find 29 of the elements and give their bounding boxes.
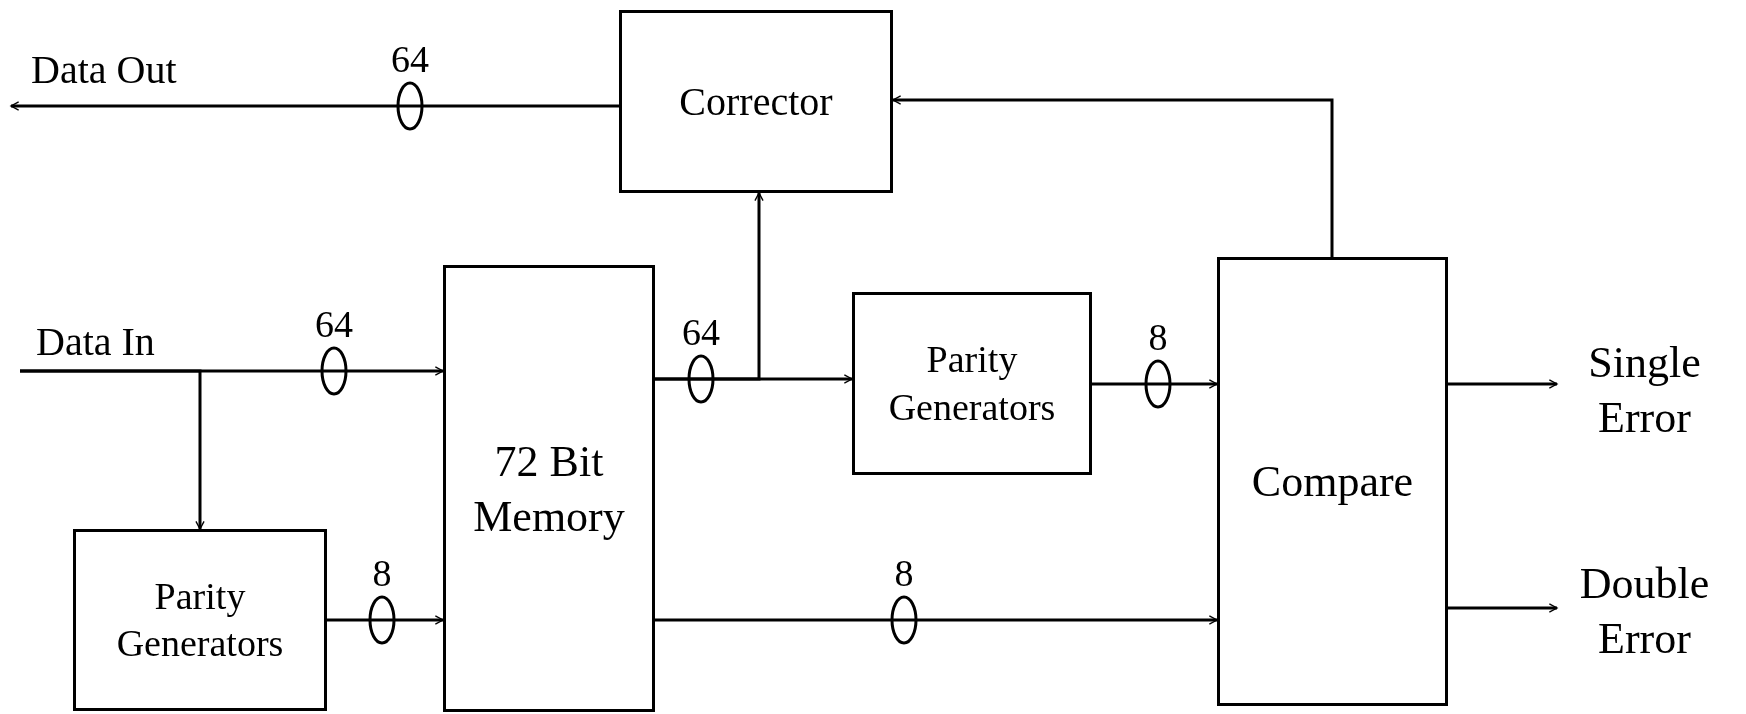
arrow	[892, 95, 1334, 257]
signal-label: Data In	[36, 318, 155, 366]
edge-label: 8	[894, 554, 914, 592]
arrow	[1448, 379, 1558, 389]
block-box	[852, 292, 1092, 475]
signal-label: Double Error	[1578, 557, 1711, 665]
edge-label: 8	[1148, 318, 1168, 356]
block-label: Corrector	[679, 77, 833, 126]
edge-label: 64	[682, 313, 720, 351]
block-box	[73, 529, 327, 711]
arrow	[1092, 379, 1218, 389]
edge-label: 64	[315, 305, 353, 343]
edge-label: 64	[391, 40, 429, 78]
block-box	[443, 265, 655, 712]
block-label: Compare	[1251, 456, 1414, 508]
arrow	[1448, 603, 1558, 613]
arrow	[20, 369, 205, 530]
block-box	[619, 10, 893, 193]
block-label: 72 Bit Memory	[472, 435, 626, 543]
signal-label: Data Out	[31, 46, 177, 94]
block-label: Parity Generators	[115, 573, 285, 666]
arrow	[10, 101, 619, 111]
signal-label: Single Error	[1587, 336, 1702, 444]
block-box	[1217, 257, 1448, 706]
edge-label: 8	[372, 554, 392, 592]
block-label: Parity Generators	[887, 337, 1057, 430]
arrow	[655, 615, 1218, 625]
arrow	[655, 192, 764, 381]
arrow	[327, 615, 444, 625]
